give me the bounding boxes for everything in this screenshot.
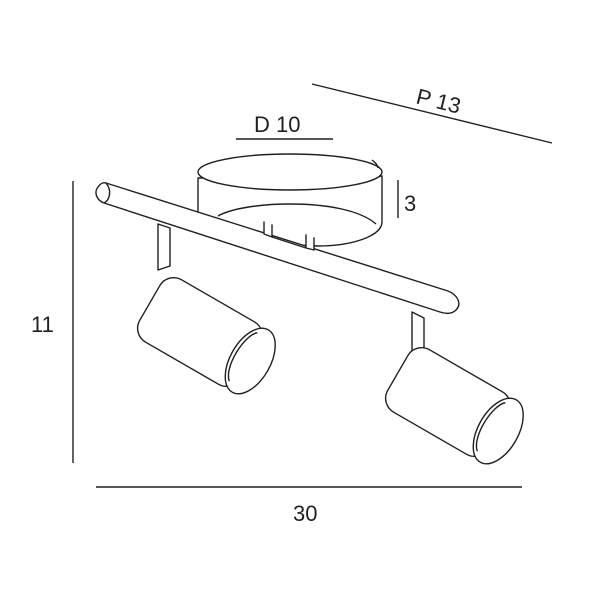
height-label: 11 <box>31 312 54 337</box>
width-dimension: 30 <box>96 486 522 526</box>
height-dimension: 11 <box>31 181 74 463</box>
projection-dimension: P 13 <box>311 83 553 144</box>
base-height-label: 3 <box>404 191 416 216</box>
left-arm <box>157 223 171 271</box>
diameter-dimension: D 10 <box>236 112 333 140</box>
mounting-bar <box>95 182 460 315</box>
ceiling-spotlight <box>95 153 524 465</box>
bar-connectors <box>263 221 315 251</box>
diameter-label: D 10 <box>254 112 300 137</box>
width-label: 30 <box>293 501 317 526</box>
projection-dimension-line <box>311 83 553 144</box>
projection-label: P 13 <box>414 84 464 119</box>
left-spotlight <box>136 276 276 395</box>
right-spotlight <box>384 346 524 465</box>
base-height-dimension: 3 <box>397 180 416 218</box>
